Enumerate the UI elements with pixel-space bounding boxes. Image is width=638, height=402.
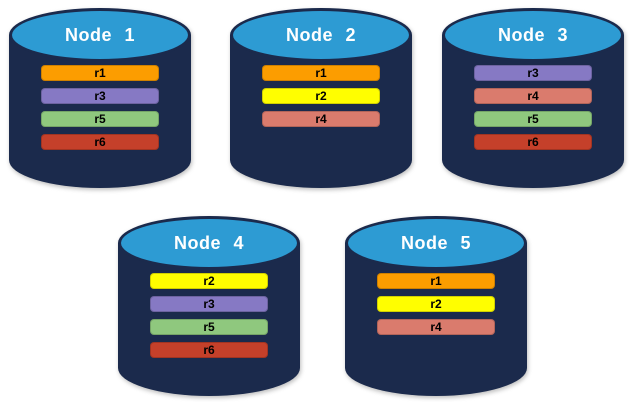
replica-bar-r6: r6 xyxy=(150,342,268,358)
replica-label: r4 xyxy=(430,320,442,334)
replica-label: r3 xyxy=(527,66,539,80)
cylinder-top-ellipse: Node 5 xyxy=(345,216,527,270)
replica-label: r1 xyxy=(430,274,442,288)
replica-bar-list: r1 r2 r4 xyxy=(345,273,527,335)
replica-label: r2 xyxy=(203,274,215,288)
replica-bar-r6: r6 xyxy=(474,134,592,150)
replica-bar-r6: r6 xyxy=(41,134,159,150)
node-title: Node 4 xyxy=(173,232,244,253)
replica-bar-r1: r1 xyxy=(41,65,159,81)
replica-bar-r3: r3 xyxy=(41,88,159,104)
replica-label: r5 xyxy=(94,112,106,126)
node-cylinder: Node 5 r1 r2 r4 xyxy=(345,216,527,396)
replica-label: r3 xyxy=(203,297,215,311)
replica-bar-r4: r4 xyxy=(474,88,592,104)
replica-bar-r5: r5 xyxy=(41,111,159,127)
replica-bar-r3: r3 xyxy=(150,296,268,312)
node-title: Node 1 xyxy=(64,24,135,45)
replica-label: r3 xyxy=(94,89,106,103)
cylinder-top-ellipse: Node 1 xyxy=(9,8,191,62)
replica-label: r4 xyxy=(527,89,539,103)
replica-label: r6 xyxy=(94,135,106,149)
node-cylinder: Node 2 r1 r2 r4 xyxy=(230,8,412,188)
replica-bar-r2: r2 xyxy=(377,296,495,312)
replica-bar-r2: r2 xyxy=(262,88,380,104)
node-title: Node 2 xyxy=(285,24,356,45)
replica-label: r1 xyxy=(94,66,106,80)
replica-bar-r1: r1 xyxy=(377,273,495,289)
cylinder-top-ellipse: Node 2 xyxy=(230,8,412,62)
replica-bar-r4: r4 xyxy=(377,319,495,335)
replica-bar-r5: r5 xyxy=(474,111,592,127)
replica-label: r5 xyxy=(203,320,215,334)
node-cylinder: Node 4 r2 r3 r5 r6 xyxy=(118,216,300,396)
replica-label: r2 xyxy=(430,297,442,311)
node-title: Node 3 xyxy=(497,24,568,45)
replica-bar-list: r2 r3 r5 r6 xyxy=(118,273,300,358)
replica-label: r4 xyxy=(315,112,327,126)
node-cylinder: Node 3 r3 r4 r5 r6 xyxy=(442,8,624,188)
replica-bar-list: r1 r3 r5 r6 xyxy=(9,65,191,150)
replica-label: r1 xyxy=(315,66,327,80)
replica-label: r6 xyxy=(527,135,539,149)
replica-bar-r2: r2 xyxy=(150,273,268,289)
node-cylinder: Node 1 r1 r3 r5 r6 xyxy=(9,8,191,188)
cylinder-top-ellipse: Node 4 xyxy=(118,216,300,270)
replica-bar-r4: r4 xyxy=(262,111,380,127)
replica-label: r2 xyxy=(315,89,327,103)
replica-bar-list: r1 r2 r4 xyxy=(230,65,412,127)
replica-label: r5 xyxy=(527,112,539,126)
replica-bar-r3: r3 xyxy=(474,65,592,81)
replica-bar-list: r3 r4 r5 r6 xyxy=(442,65,624,150)
replica-bar-r5: r5 xyxy=(150,319,268,335)
replica-label: r6 xyxy=(203,343,215,357)
replica-bar-r1: r1 xyxy=(262,65,380,81)
cylinder-top-ellipse: Node 3 xyxy=(442,8,624,62)
node-title: Node 5 xyxy=(400,232,471,253)
